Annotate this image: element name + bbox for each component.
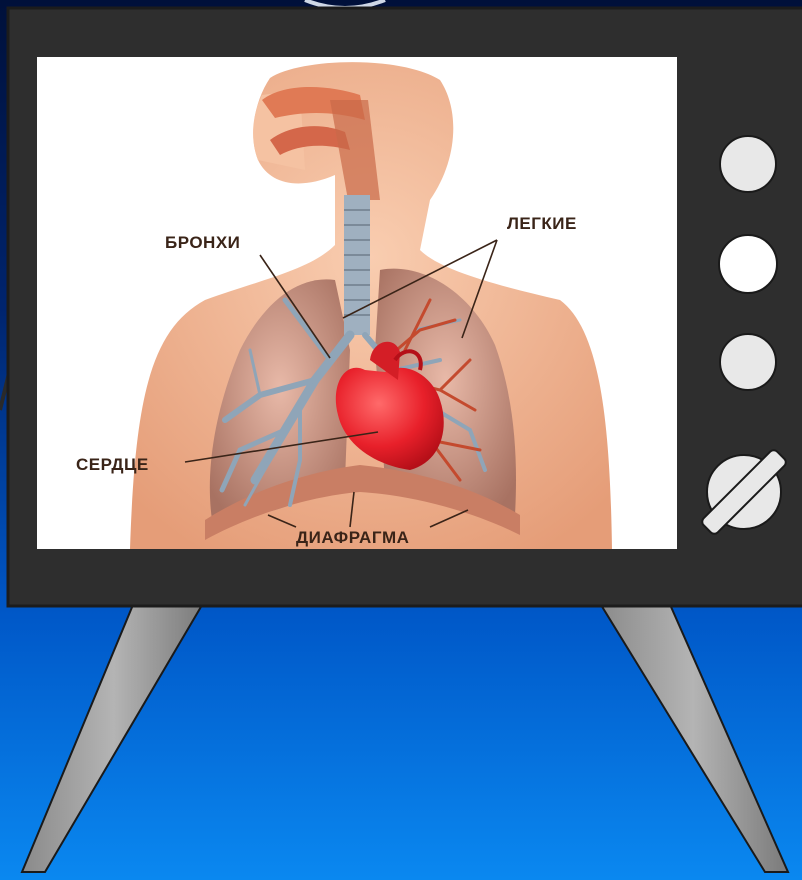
tv-leg-left xyxy=(22,600,205,872)
label-diaphragm: ДИАФРАГМА xyxy=(296,528,409,547)
tv-leg-right xyxy=(598,600,788,872)
tv-knob-icon[interactable] xyxy=(720,334,776,390)
tv-knob-icon[interactable] xyxy=(720,136,776,192)
trachea xyxy=(344,195,370,335)
label-lungs: ЛЕГКИЕ xyxy=(507,214,577,233)
label-bronchi: БРОНХИ xyxy=(165,233,240,252)
label-heart: СЕРДЦЕ xyxy=(76,455,149,474)
tv-knob-icon[interactable] xyxy=(719,235,777,293)
tv-screen: БРОНХИ ЛЕГКИЕ СЕРДЦЕ ДИАФРАГМА xyxy=(37,57,677,549)
